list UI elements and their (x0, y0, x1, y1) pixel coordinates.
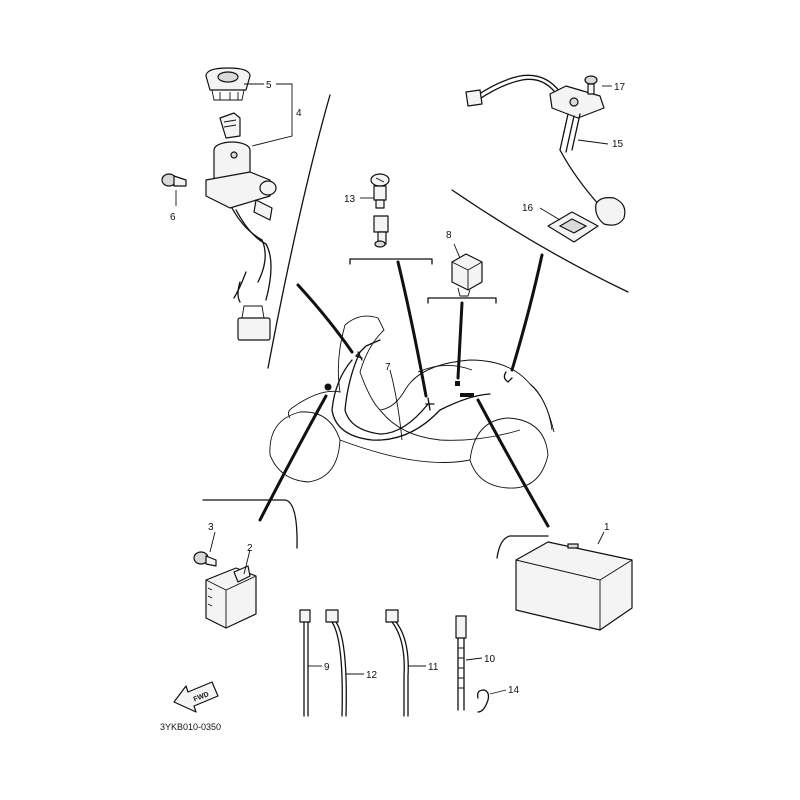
gasket-part-16 (547, 211, 599, 243)
relay-location-marker (455, 381, 460, 386)
battery-panel-outline (496, 535, 549, 559)
harness-clip-marker (355, 351, 363, 361)
screw-part-3 (193, 551, 217, 567)
callout-leaders (175, 83, 612, 695)
callout-15: 15 (612, 139, 624, 150)
relay-bracket (427, 297, 497, 304)
sender-location-marker (503, 371, 513, 383)
tank-panel-outline (451, 189, 629, 293)
cable-band-part-10 (455, 615, 467, 711)
fuel-sender-part-15 (465, 74, 626, 226)
callout-8: 8 (446, 230, 452, 241)
callout-1: 1 (604, 522, 610, 533)
clip-part-14 (476, 689, 490, 713)
callout-5: 5 (266, 80, 272, 91)
cdi-panel-outline (202, 499, 298, 549)
ignition-panel-outline (267, 94, 331, 369)
battery-location-marker (460, 393, 474, 397)
callout-13: 13 (344, 194, 356, 205)
callout-2: 2 (247, 543, 253, 554)
fuel-cock-part-13 (370, 173, 390, 248)
cable-band-part-12 (325, 609, 347, 717)
relay-part-8 (451, 253, 483, 297)
drawing-code: 3YKB010-0350 (160, 722, 221, 732)
cable-band-part-11 (385, 609, 409, 717)
bolt-part-6 (161, 173, 187, 187)
callout-12: 12 (366, 670, 378, 681)
callout-11: 11 (428, 662, 439, 673)
callout-3: 3 (208, 522, 214, 533)
fuel-cock-location-marker (425, 397, 435, 411)
forward-arrow-icon: FWD (173, 681, 219, 713)
leader-lines (258, 253, 550, 528)
callout-17: 17 (614, 82, 626, 93)
callout-7: 7 (385, 362, 391, 373)
callout-4: 4 (296, 108, 302, 119)
callout-16: 16 (522, 203, 534, 214)
screw-part-17 (584, 75, 598, 95)
wire-harness (331, 339, 491, 441)
fuel-cock-bracket (349, 258, 433, 265)
cable-band-part-9 (299, 609, 311, 717)
main-switch-part-4 (205, 112, 277, 341)
callout-10: 10 (484, 654, 496, 665)
callout-6: 6 (170, 212, 176, 223)
cap-part-5 (205, 67, 251, 101)
callout-14: 14 (508, 685, 520, 696)
battery-part-1 (515, 541, 633, 631)
ignition-location-marker (324, 383, 332, 391)
callout-9: 9 (324, 662, 330, 673)
cdi-unit-part-2 (205, 565, 257, 629)
